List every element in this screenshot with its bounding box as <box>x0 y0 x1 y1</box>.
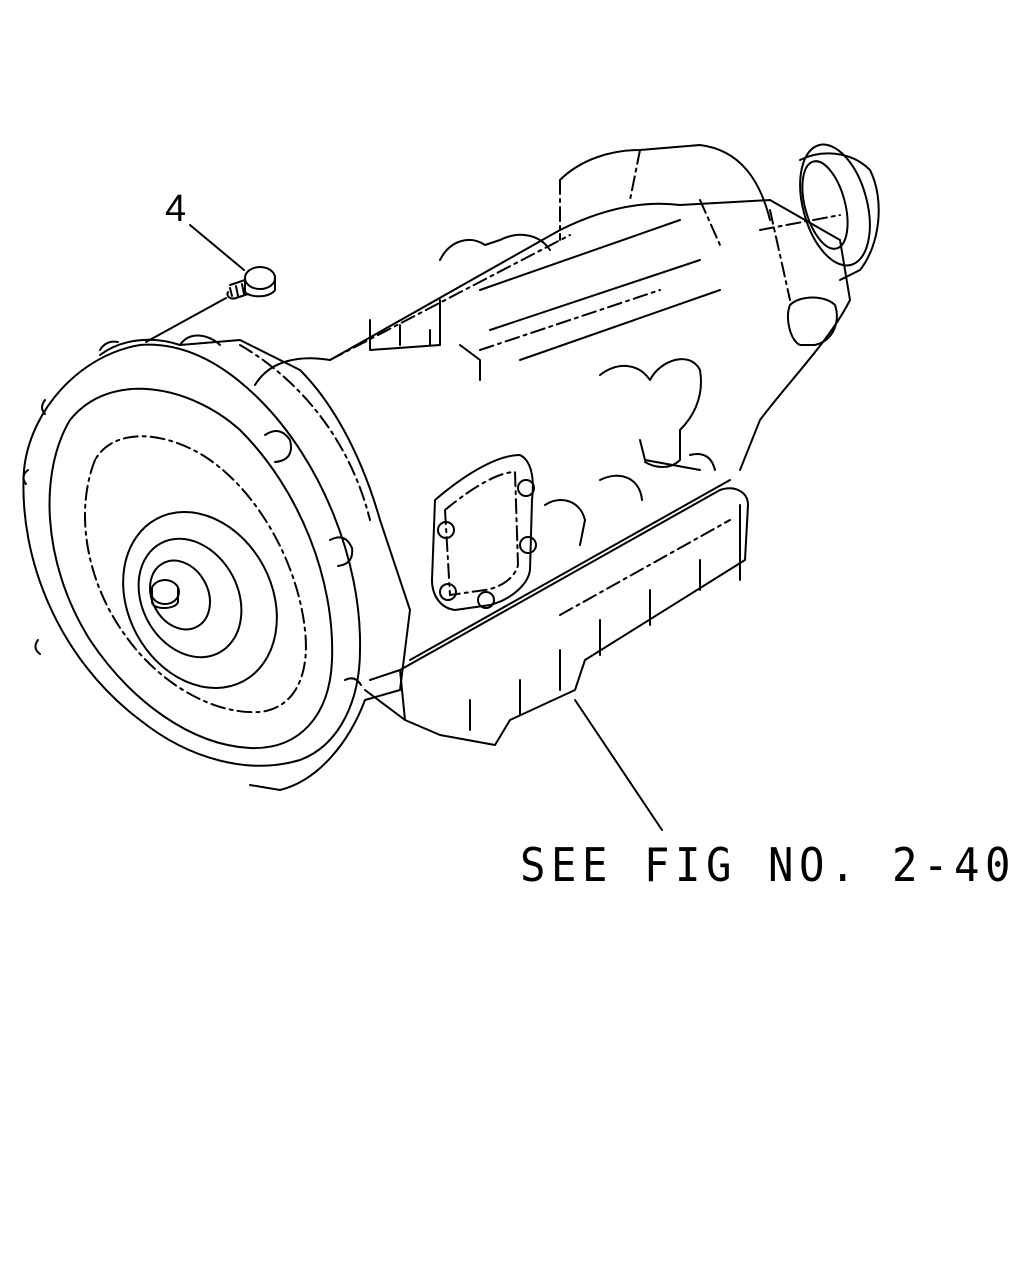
bolt-item-4 <box>226 266 276 300</box>
extension-housing <box>759 143 880 346</box>
transmission-case <box>254 144 851 471</box>
torque-converter <box>22 340 362 767</box>
figure-reference-label: SEE FIG NO. 2-40 <box>520 838 1016 892</box>
leader-lines <box>145 224 663 831</box>
callout-number-4: 4 <box>165 188 187 230</box>
oil-pan <box>364 474 749 746</box>
converter-housing <box>99 334 411 791</box>
side-cover-plate <box>431 454 537 611</box>
